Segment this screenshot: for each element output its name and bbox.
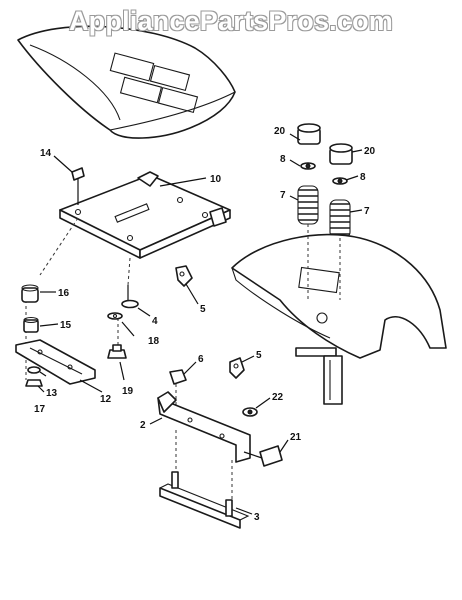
callout-20-left: 20 bbox=[274, 126, 286, 137]
clip-5-lower bbox=[229, 357, 245, 379]
washer-22 bbox=[242, 407, 258, 417]
seat bbox=[17, 25, 236, 139]
callout-17: 17 bbox=[34, 404, 46, 415]
callout-7-right: 7 bbox=[364, 206, 370, 217]
callout-2: 2 bbox=[140, 420, 146, 431]
seat-pan-plate bbox=[59, 171, 231, 259]
base-plate-3 bbox=[159, 471, 250, 529]
knob-19 bbox=[107, 344, 127, 359]
callout-4: 4 bbox=[152, 316, 158, 327]
washer-8-right bbox=[332, 177, 348, 185]
callout-12: 12 bbox=[100, 394, 112, 405]
support-post bbox=[295, 347, 343, 405]
bumper-20-right bbox=[329, 143, 353, 165]
spacer-16 bbox=[21, 284, 39, 303]
washer-8-left bbox=[300, 162, 316, 170]
spring-7-right bbox=[329, 199, 351, 239]
callout-15: 15 bbox=[60, 320, 72, 331]
callout-16: 16 bbox=[58, 288, 70, 299]
fender bbox=[231, 224, 447, 359]
callout-13: 13 bbox=[46, 388, 58, 399]
spring-7-left bbox=[297, 185, 319, 225]
slide-bracket-12 bbox=[15, 339, 96, 385]
callout-6: 6 bbox=[198, 354, 204, 365]
bushing-15 bbox=[23, 316, 39, 333]
nut-17 bbox=[25, 379, 43, 387]
washer-18 bbox=[107, 312, 123, 320]
callout-19: 19 bbox=[122, 386, 134, 397]
bolt-14 bbox=[71, 167, 85, 205]
clip-5-upper bbox=[175, 265, 193, 287]
callout-labels: 14 10 16 15 12 13 17 4 18 19 5 6 5 22 21… bbox=[34, 126, 376, 523]
seat-bracket-2 bbox=[157, 391, 251, 500]
callout-21: 21 bbox=[290, 432, 302, 443]
callout-18: 18 bbox=[148, 336, 160, 347]
callout-22: 22 bbox=[272, 392, 284, 403]
washer-13 bbox=[27, 366, 41, 374]
callout-7-left: 7 bbox=[280, 190, 286, 201]
callout-10: 10 bbox=[210, 174, 222, 185]
callout-14: 14 bbox=[40, 148, 52, 159]
callout-8-right: 8 bbox=[360, 172, 366, 183]
pivot-bolt-4 bbox=[121, 285, 139, 309]
callout-5-lower: 5 bbox=[256, 350, 262, 361]
leader-lines bbox=[37, 133, 363, 515]
callout-5-upper: 5 bbox=[200, 304, 206, 315]
callout-8-left: 8 bbox=[280, 154, 286, 165]
callout-20-right: 20 bbox=[364, 146, 376, 157]
bumper-20-left bbox=[297, 123, 321, 145]
bolt-21 bbox=[243, 445, 283, 467]
callout-3: 3 bbox=[254, 512, 260, 523]
